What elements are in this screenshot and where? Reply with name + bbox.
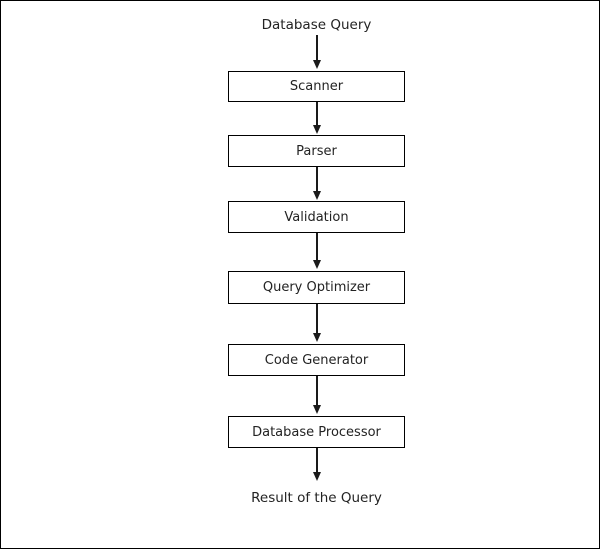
arrow-stem [315,233,318,260]
flow-node-code-generator: Code Generator [228,344,405,376]
arrow-stem [315,167,318,191]
flow-node-validation: Validation [228,201,405,233]
flow-node-database-processor: Database Processor [228,416,405,448]
flow-end-label: Result of the Query [251,490,382,506]
arrow-head-icon [312,472,321,481]
flow-node-parser: Parser [228,135,405,167]
arrow-stem [315,102,318,125]
arrow-down-icon [312,376,321,414]
arrow-stem [315,376,318,405]
arrow-stem [315,304,318,333]
flow-node-query-optimizer: Query Optimizer [228,271,405,304]
arrow-head-icon [312,191,321,200]
arrow-down-icon [312,304,321,342]
arrow-head-icon [312,260,321,269]
arrow-head-icon [312,405,321,414]
flow-node-scanner: Scanner [228,71,405,102]
arrow-down-icon [312,102,321,134]
arrow-down-icon [312,35,321,69]
arrow-head-icon [312,333,321,342]
arrow-down-icon [312,448,321,481]
arrow-head-icon [312,125,321,134]
flow-start-label: Database Query [261,17,372,33]
arrow-down-icon [312,167,321,200]
arrow-stem [315,35,318,60]
arrow-stem [315,448,318,472]
arrow-down-icon [312,233,321,269]
arrow-head-icon [312,60,321,69]
flow-column: Database Query Scanner Parser Validation… [228,1,405,548]
